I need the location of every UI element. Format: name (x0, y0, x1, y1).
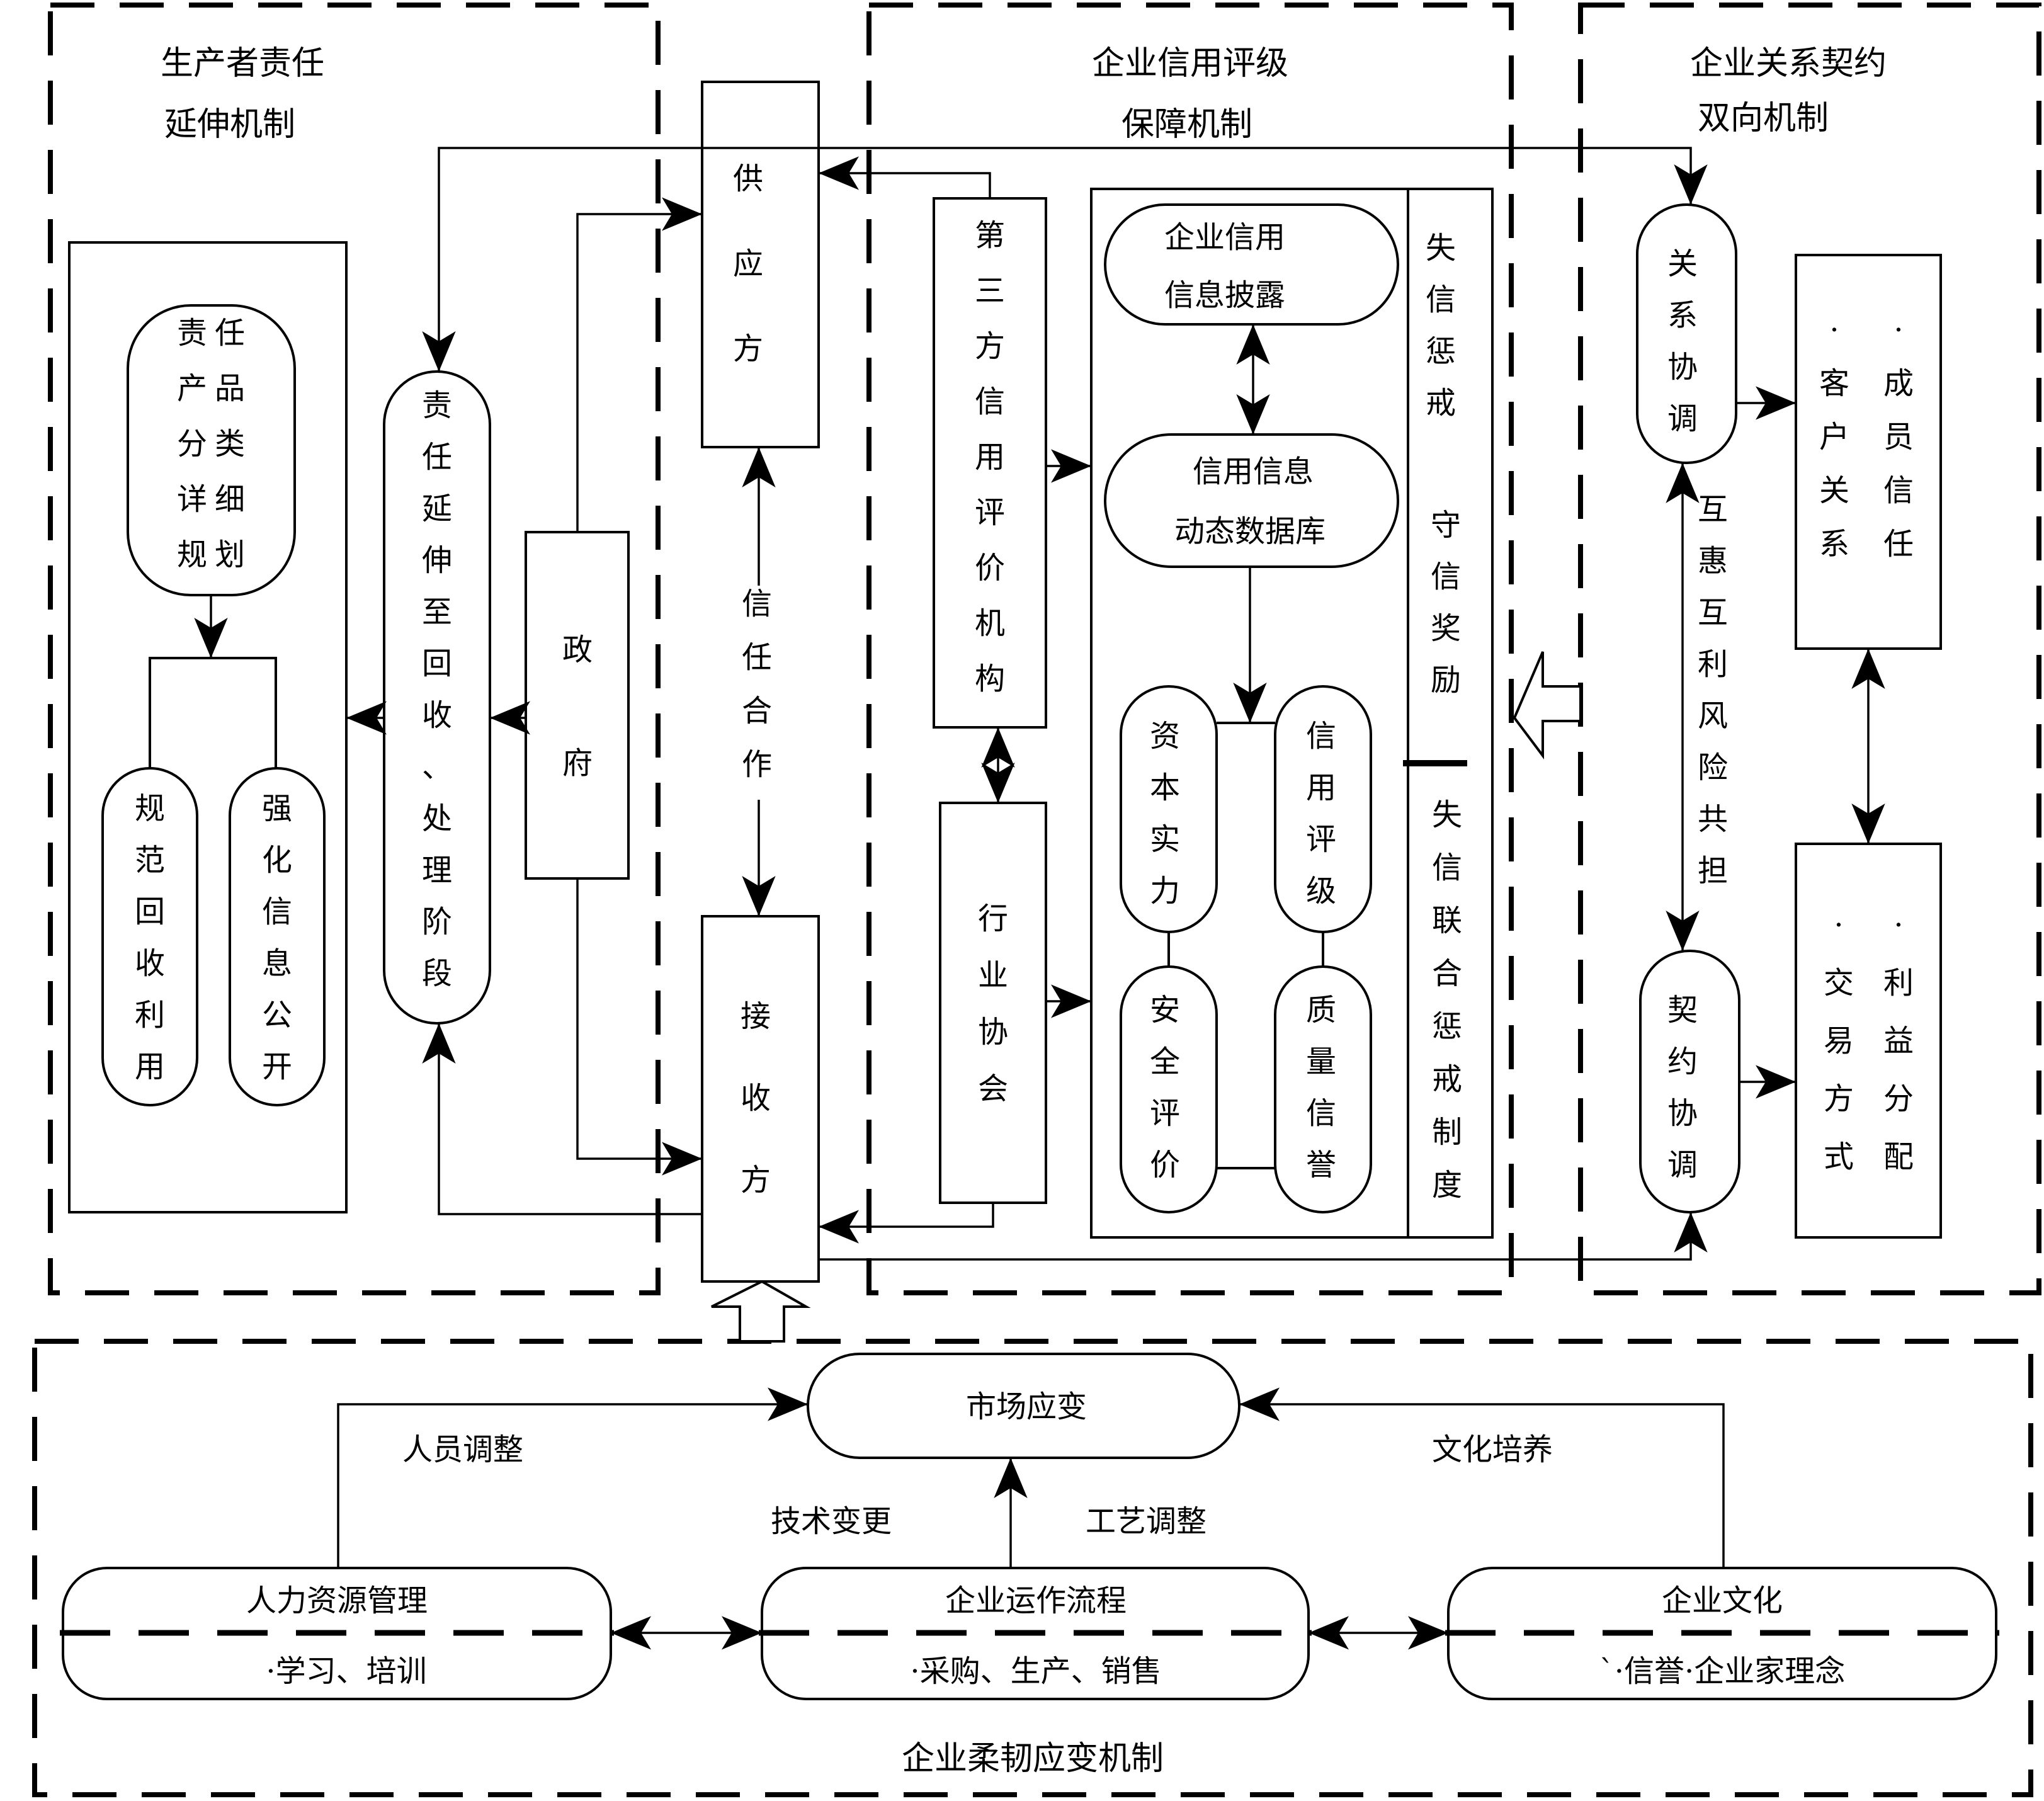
industry-assoc-label: 行业协会 (978, 901, 1008, 1106)
gov-to-receiver-arrow (576, 878, 702, 1176)
process-adjust-label: 工艺调整 (1086, 1504, 1207, 1539)
detail-plan-node (127, 304, 296, 596)
credit-region-title-2: 保障机制 (1121, 106, 1252, 144)
plan-branch-line (149, 657, 277, 768)
punish-label: 失信惩戒 (1426, 230, 1456, 421)
info-open-label: 强化信息公开 (262, 791, 292, 1084)
government-node (525, 531, 630, 880)
rating-label: 信用评级 (1306, 719, 1336, 909)
capital-label: 资本实力 (1150, 719, 1180, 909)
industry-assoc-node (939, 802, 1047, 1204)
disclosure-label-1: 企业信用 (1164, 220, 1285, 255)
credit-region-title-1: 企业信用评级 (1092, 45, 1288, 82)
up-hollow-arrow (711, 1280, 811, 1343)
staff-adjust-label: 人员调整 (402, 1432, 523, 1467)
producer-region-title-2: 延伸机制 (164, 106, 295, 144)
contract-region-title-1: 企业关系契约 (1690, 45, 1887, 82)
database-label-2: 动态数据库 (1174, 514, 1326, 549)
ops-sub-label: ·采购、生产、销售 (910, 1654, 1161, 1689)
benefit-share-label: ·利益分配 (1883, 907, 1914, 1174)
standard-recycle-label: 规范回收利用 (135, 791, 165, 1084)
culture-label: 企业文化 (1662, 1583, 1783, 1618)
detail-plan-label: 责任产品分类详细规划 (177, 315, 245, 572)
culture-to-market-arrow (1239, 1387, 1725, 1568)
third-party-label: 第三方信用评价机构 (975, 218, 1005, 696)
culture-build-label: 文化培养 (1432, 1432, 1553, 1467)
transaction-box (1795, 843, 1942, 1239)
relation-coord-label: 关系协调 (1667, 246, 1698, 436)
customer-relation-label: ·客户关系 (1819, 312, 1849, 562)
reward-label: 守信奖励 (1431, 508, 1461, 698)
producer-region-title-1: 生产者责任 (161, 45, 324, 82)
disclosure-label-2: 信息披露 (1164, 278, 1285, 313)
receiver-to-contract-arrow (819, 1212, 1708, 1261)
database-label-1: 信用信息 (1193, 454, 1314, 489)
receiver-label: 接收方 (741, 999, 771, 1198)
trust-relation-box (1795, 254, 1942, 650)
ops-label: 企业运作流程 (945, 1583, 1127, 1618)
hr-sub-label: ·学习、培训 (266, 1654, 426, 1689)
supplier-label: 供应方 (733, 161, 763, 366)
receiver-to-extend-arrow (422, 1023, 702, 1215)
top-feedback-line (422, 147, 1708, 372)
credit-region-border (866, 3, 1514, 1295)
mutual-benefit-label: 互惠互利风险共担 (1698, 492, 1728, 889)
hr-label: 人力资源管理 (246, 1583, 428, 1618)
contract-region-title-2: 双向机制 (1698, 99, 1829, 137)
resilience-region-title: 企业柔韧应变机制 (902, 1740, 1164, 1778)
market-label: 市场应变 (966, 1389, 1087, 1424)
tech-change-label: 技术变更 (771, 1504, 892, 1539)
resilience-region-border (32, 1339, 2033, 1797)
left-hollow-arrow (1513, 651, 1582, 759)
culture-sub-label: `·信誉·企业家理念 (1599, 1654, 1846, 1689)
assoc-to-receiver-arrow (819, 1203, 994, 1244)
contract-coord-label: 契约协调 (1667, 992, 1698, 1183)
contract-region-border (1578, 3, 2041, 1295)
government-label: 政府 (562, 632, 593, 781)
trust-label: 信任合作 (742, 586, 772, 782)
quality-label: 质量信誉 (1306, 992, 1336, 1183)
producer-outer-box (68, 241, 348, 1213)
third-party-to-supplier-arrow (819, 156, 991, 198)
joint-punish-label: 失信联合惩戒制度 (1432, 797, 1462, 1203)
safety-label: 安全评价 (1150, 992, 1180, 1183)
gov-to-supplier-arrow (576, 197, 702, 532)
extend-stage-label: 责任延伸至回收、处理阶段 (422, 388, 452, 991)
member-trust-label: ·成员信任 (1883, 312, 1914, 562)
hr-to-market-arrow (337, 1387, 808, 1568)
producer-region-border (48, 3, 661, 1295)
database-node (1104, 433, 1399, 568)
trade-mode-label: ·交易方式 (1824, 907, 1854, 1174)
